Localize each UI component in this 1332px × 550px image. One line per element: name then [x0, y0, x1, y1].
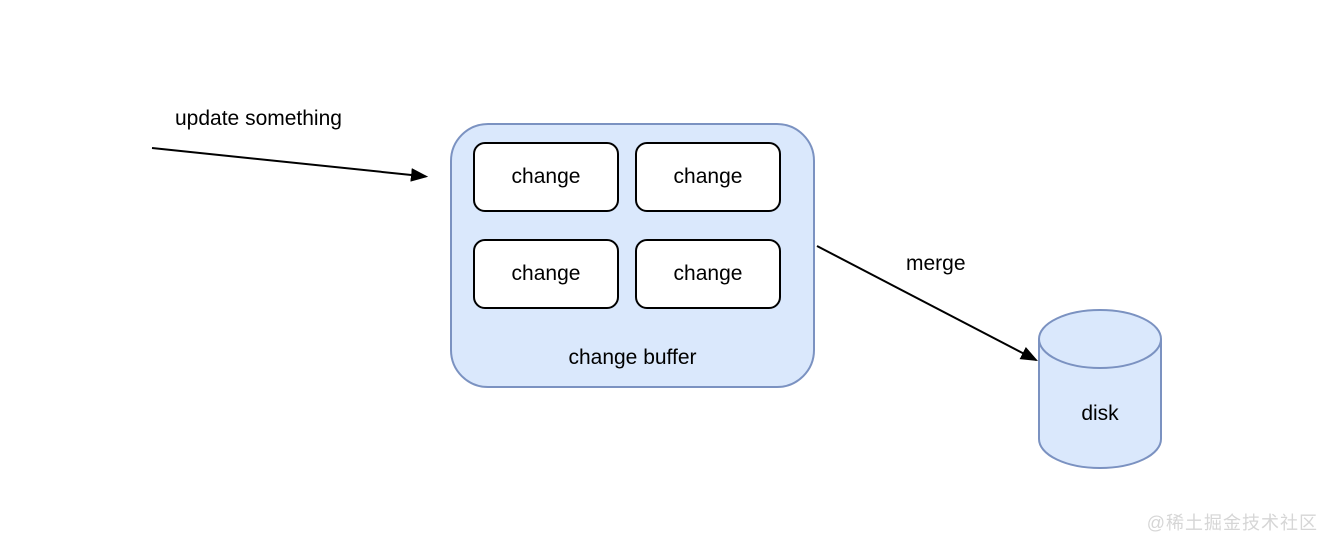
merge-label: merge [906, 252, 966, 275]
update-arrow [151, 147, 429, 182]
disk-cylinder [1038, 309, 1162, 469]
disk-cylinder-body [1038, 309, 1162, 469]
watermark: @稀土掘金技术社区 [1146, 513, 1318, 533]
disk-cylinder-top-rim [1038, 338, 1162, 369]
disk-label: disk [1081, 402, 1119, 425]
change-buffer-label: change buffer [568, 346, 697, 369]
update-something-label: update something [175, 107, 342, 130]
change-buffer-container: change change change change change buffe… [450, 123, 815, 388]
change-box: change [635, 142, 781, 212]
change-box: change [473, 142, 619, 212]
merge-arrow [816, 245, 1038, 362]
change-box: change [635, 239, 781, 309]
change-box: change [473, 239, 619, 309]
